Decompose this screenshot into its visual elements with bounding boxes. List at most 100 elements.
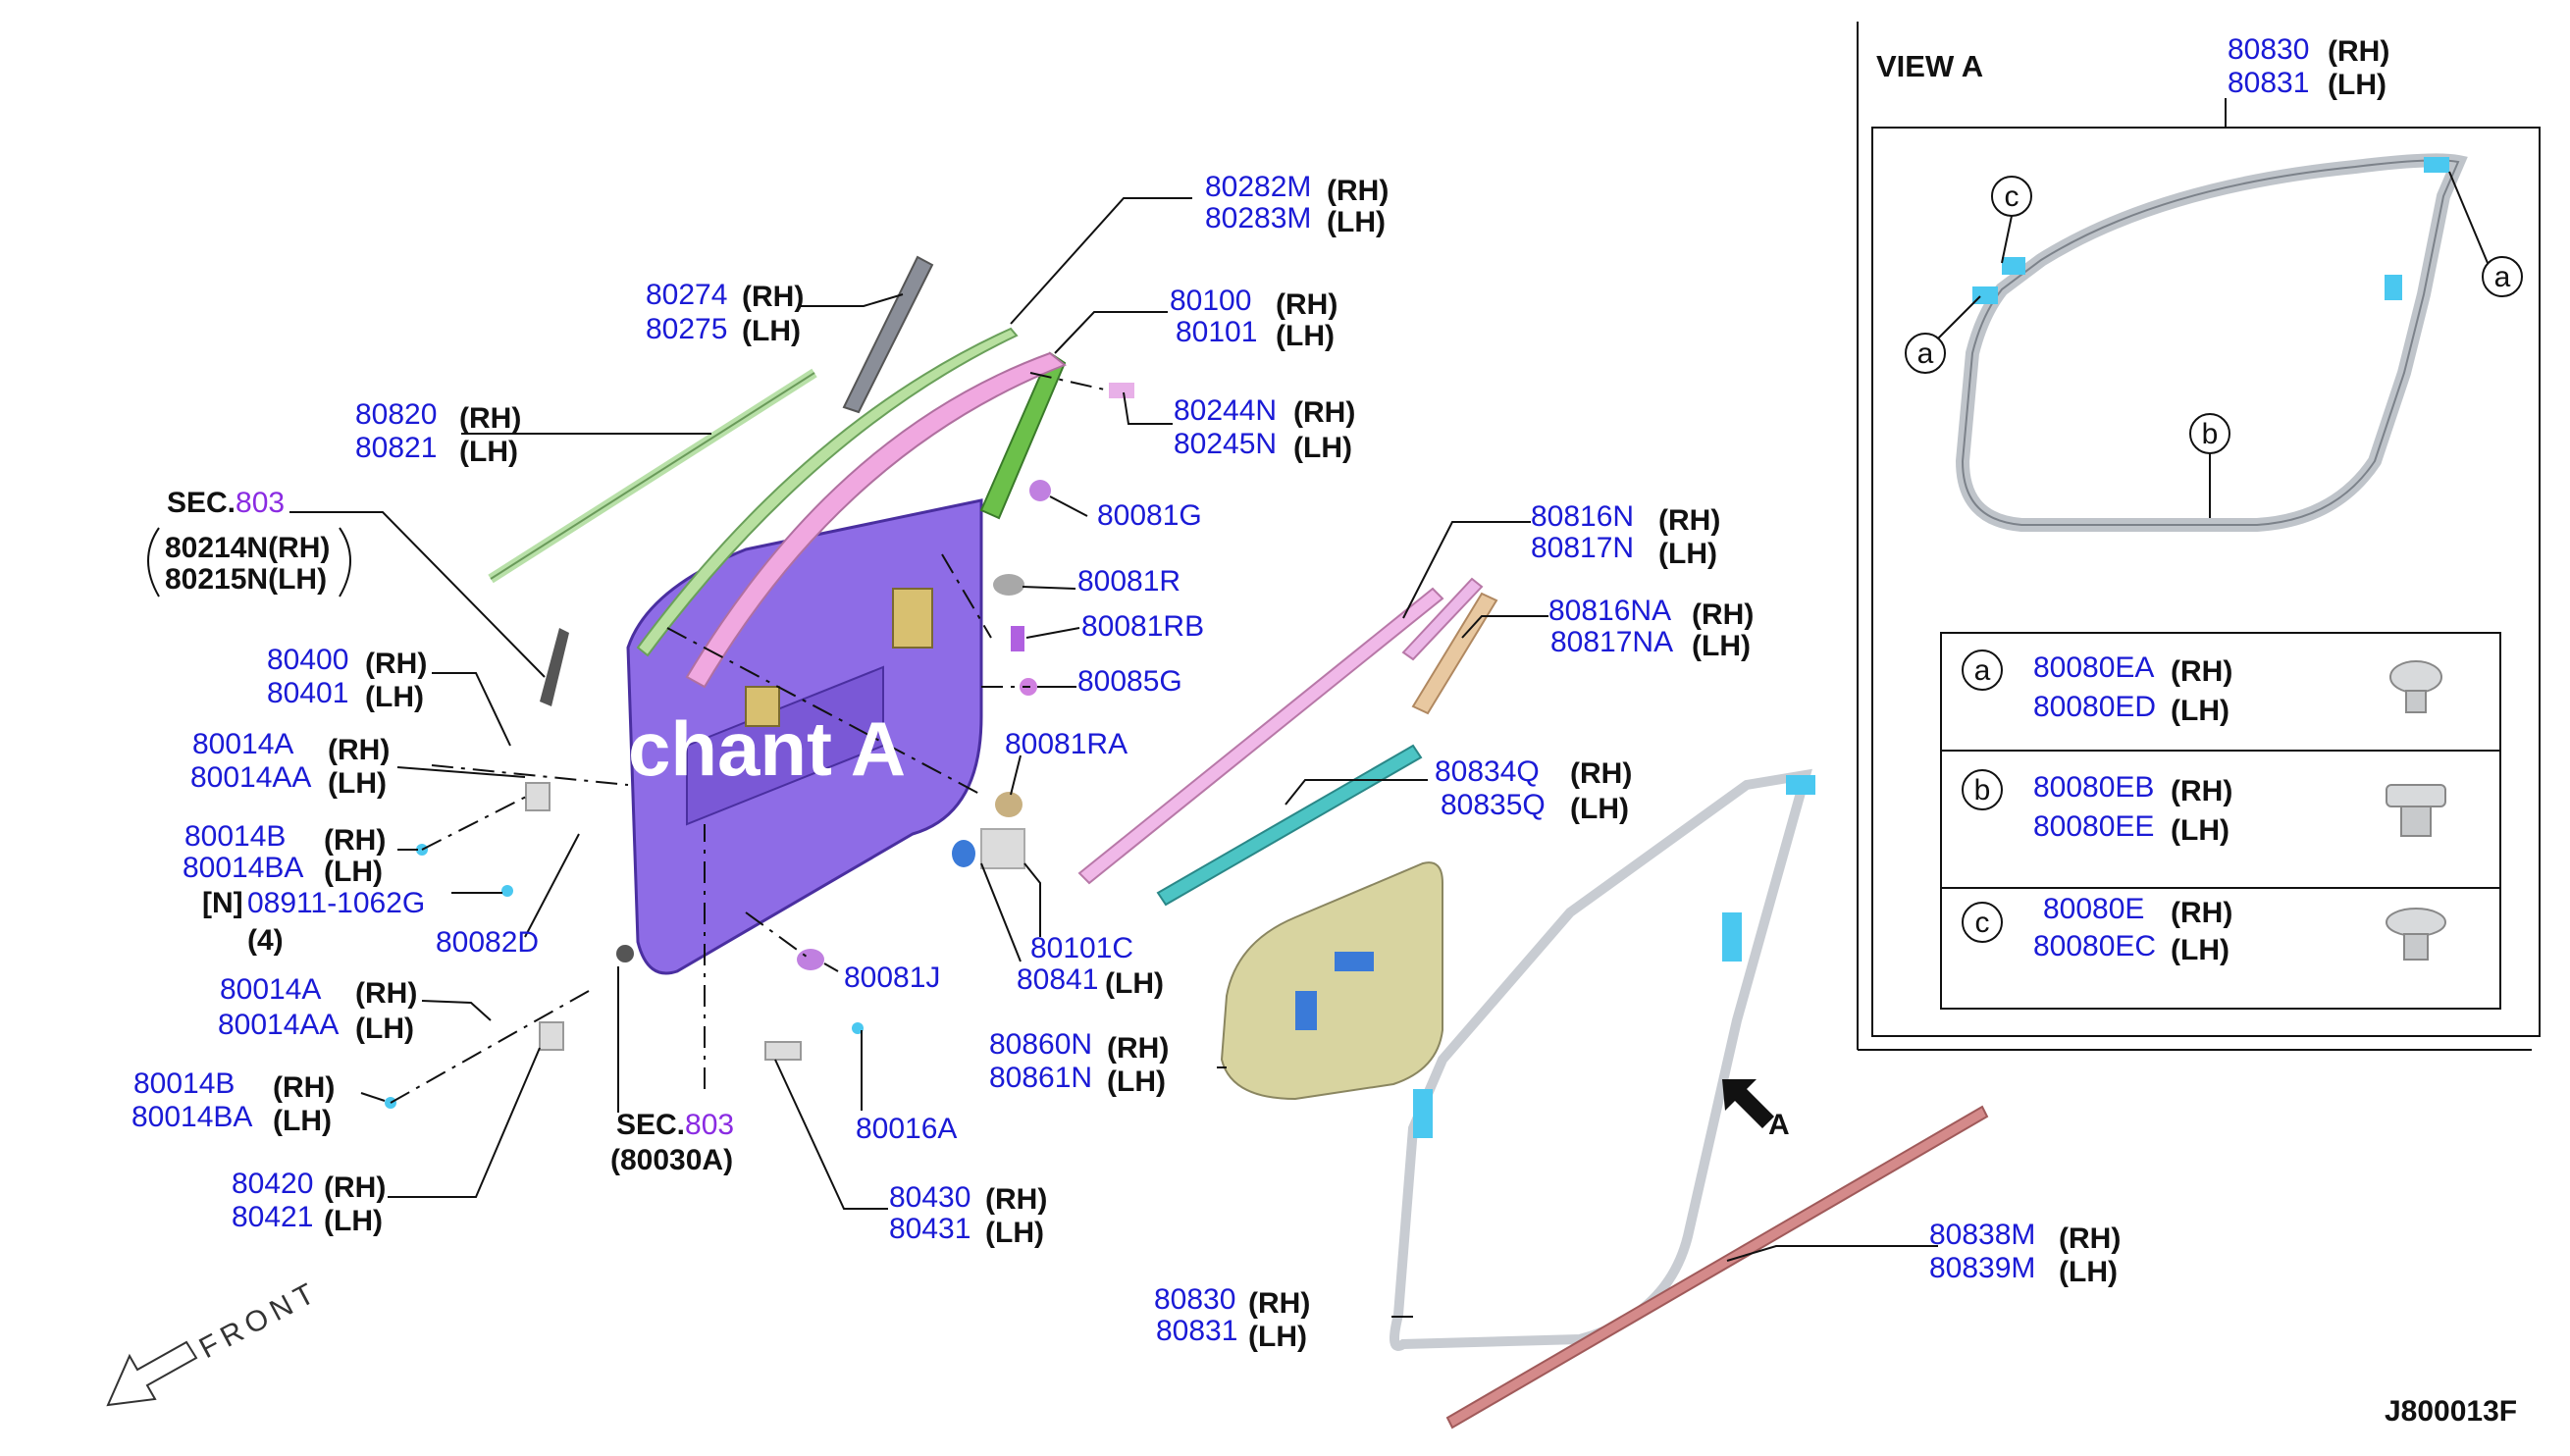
label-80401[interactable]: 80401 [267, 677, 348, 709]
label-80016a[interactable]: 80016A [856, 1113, 957, 1145]
clip-80081rb[interactable] [1011, 626, 1024, 651]
clip-80081j[interactable] [797, 949, 824, 970]
sash-tape[interactable] [842, 255, 934, 414]
legend-c-circle [1962, 902, 2003, 943]
legend-b-lh[interactable]: 80080EE [2033, 810, 2154, 843]
bolt-08911[interactable] [501, 885, 513, 897]
view-a-arrow[interactable]: A [1722, 1079, 1790, 1141]
label-80100[interactable]: 80100 [1170, 285, 1251, 317]
label-80841[interactable]: 80841 [1017, 963, 1098, 996]
window-frame-rear[interactable] [979, 351, 1067, 520]
kick-plate[interactable] [1445, 1105, 1989, 1430]
label-80816n[interactable]: 80816N [1531, 500, 1634, 533]
label-80282m[interactable]: 80282M [1205, 171, 1311, 203]
legend-a-lh-side: (LH) [2171, 695, 2229, 727]
legend-row-b[interactable]: b 80080EB (RH) 80080EE (LH) [1962, 769, 2446, 847]
label-80834q[interactable]: 80834Q [1435, 755, 1540, 788]
label-80082d[interactable]: 80082D [436, 926, 539, 959]
label-80014aa-top[interactable]: 80014AA [190, 761, 311, 794]
label-80014b-top[interactable]: 80014B [184, 820, 286, 853]
label-80839m[interactable]: 80839M [1929, 1252, 2035, 1284]
glass-run-strip[interactable] [636, 327, 1019, 657]
speaker-80101c[interactable] [980, 828, 1025, 869]
label-80283m[interactable]: 80283M [1205, 202, 1311, 234]
label-80831[interactable]: 80831 [1156, 1315, 1237, 1347]
label-80400[interactable]: 80400 [267, 644, 348, 676]
legend-c-lh-side: (LH) [2171, 934, 2229, 966]
label-80817n[interactable]: 80817N [1531, 532, 1634, 564]
label-80014a-top-side: (RH) [328, 734, 390, 766]
label-80085g[interactable]: 80085G [1077, 665, 1182, 698]
label-80214n[interactable]: 80214N(RH) [165, 532, 330, 564]
label-80861n[interactable]: 80861N [989, 1062, 1092, 1094]
label-80081r[interactable]: 80081R [1077, 565, 1180, 598]
check-link-80430[interactable] [764, 1041, 802, 1061]
label-80244n[interactable]: 80244N [1174, 394, 1277, 427]
clip-80081g[interactable] [1029, 480, 1051, 501]
label-80014a-top[interactable]: 80014A [192, 728, 293, 760]
label-80431[interactable]: 80431 [889, 1213, 970, 1245]
bracket-right [339, 527, 351, 598]
label-80820[interactable]: 80820 [355, 398, 437, 431]
label-80275[interactable]: 80275 [646, 313, 727, 345]
legend-a-lh[interactable]: 80080ED [2033, 691, 2156, 723]
legend-c-rh[interactable]: 80080E [2043, 893, 2144, 925]
label-80817na[interactable]: 80817NA [1550, 626, 1673, 658]
label-80101[interactable]: 80101 [1176, 316, 1257, 348]
label-80838m[interactable]: 80838M [1929, 1219, 2035, 1251]
trim-panel-switch [1335, 952, 1374, 971]
assembly-lines [390, 372, 1110, 1104]
weatherstrip-upper[interactable] [1401, 577, 1484, 661]
legend-row-c[interactable]: c 80080E (RH) 80080EC (LH) [1962, 893, 2446, 966]
label-80860n[interactable]: 80860N [989, 1028, 1092, 1061]
label-80081ra[interactable]: 80081RA [1005, 728, 1128, 760]
label-80014b-bot[interactable]: 80014B [133, 1067, 235, 1100]
clip-80081r[interactable] [993, 574, 1024, 596]
watermark: chant A [628, 705, 906, 792]
label-80430[interactable]: 80430 [889, 1181, 970, 1214]
legend-b-rh[interactable]: 80080EB [2033, 771, 2154, 804]
clip-80841[interactable] [952, 840, 975, 867]
callout-c-leader [2001, 215, 2013, 264]
clip-sec803-lower[interactable] [616, 945, 634, 962]
hinge-upper[interactable] [525, 782, 551, 811]
door-weatherstrip[interactable] [1390, 768, 1812, 1351]
label-80245n[interactable]: 80245N [1174, 428, 1277, 460]
label-80421[interactable]: 80421 [232, 1201, 313, 1233]
clip-80081ra[interactable] [995, 792, 1023, 817]
label-80014a-bot[interactable]: 80014A [220, 973, 321, 1006]
diagram-code: J800013F [2385, 1395, 2517, 1428]
label-80274[interactable]: 80274 [646, 279, 727, 311]
label-80081g[interactable]: 80081G [1097, 499, 1202, 532]
legend-a-rh[interactable]: 80080EA [2033, 651, 2154, 684]
view-a-part-rh[interactable]: 80830 [2228, 33, 2309, 66]
door-sash-seal[interactable] [685, 351, 1067, 689]
label-80014ba-top-side: (LH) [324, 856, 383, 888]
label-80835q[interactable]: 80835Q [1441, 789, 1546, 821]
label-80215n[interactable]: 80215N(LH) [165, 563, 327, 596]
label-80014ba-top[interactable]: 80014BA [183, 852, 303, 884]
inner-belt-strip[interactable] [1156, 744, 1423, 907]
label-80014aa-bot[interactable]: 80014AA [218, 1009, 339, 1041]
label-80821[interactable]: 80821 [355, 432, 437, 464]
label-80830[interactable]: 80830 [1154, 1283, 1235, 1316]
label-80081j[interactable]: 80081J [844, 962, 940, 994]
label-sec803-top[interactable]: SEC.803 [167, 487, 285, 519]
label-80816na[interactable]: 80816NA [1548, 595, 1671, 627]
label-sec803-top-prefix: SEC. [167, 487, 236, 519]
label-80030a[interactable]: (80030A) [610, 1144, 733, 1176]
label-80101c[interactable]: 80101C [1030, 932, 1133, 964]
label-sec803-bot[interactable]: SEC.803 [616, 1109, 734, 1141]
label-80014ba-bot[interactable]: 80014BA [131, 1101, 252, 1133]
legend-row-a[interactable]: a 80080EA (RH) 80080ED (LH) [1962, 650, 2442, 727]
sash-molding-pink[interactable] [1077, 587, 1444, 885]
door-trim-panel[interactable] [1220, 861, 1443, 1101]
label-80420[interactable]: 80420 [232, 1168, 313, 1200]
clip-80244n[interactable] [1109, 383, 1134, 398]
legend-c-lh[interactable]: 80080EC [2033, 930, 2156, 962]
hinge-lower[interactable] [539, 1021, 564, 1051]
view-a-part-lh[interactable]: 80831 [2228, 67, 2309, 99]
window-channel[interactable] [540, 628, 569, 706]
label-80081rb[interactable]: 80081RB [1081, 610, 1204, 643]
label-08911[interactable]: 08911-1062G [247, 887, 425, 919]
